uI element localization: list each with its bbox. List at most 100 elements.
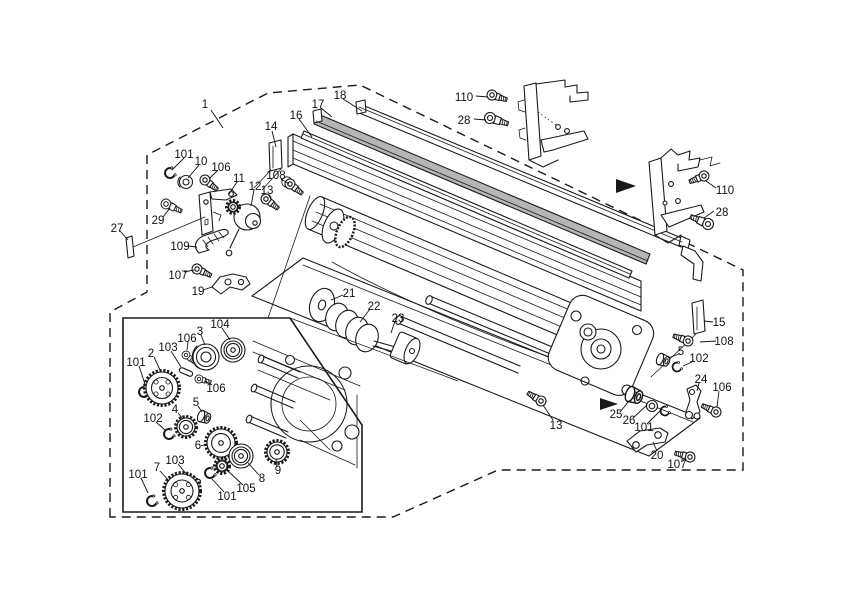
gear-part (143, 369, 181, 407)
part-label-101: 101 (128, 469, 147, 481)
callout-leader-line (280, 178, 290, 185)
part-label-108: 108 (714, 336, 733, 348)
part-label-13: 13 (550, 420, 563, 432)
main-assembly (251, 99, 704, 457)
part-label-106: 106 (712, 382, 731, 394)
callout-leader-line (342, 98, 363, 112)
callout-leader-line (359, 308, 371, 323)
part-label-9: 9 (275, 465, 281, 477)
part-label-110: 110 (455, 92, 473, 104)
part-label-28: 28 (458, 115, 471, 127)
part-label-17: 17 (312, 99, 325, 111)
part-label-18: 18 (334, 90, 347, 102)
top-mounting-brackets (482, 79, 721, 244)
gear-part (228, 443, 254, 469)
part-label-5: 5 (678, 346, 684, 358)
callout-leader-line (390, 320, 396, 334)
part-label-103: 103 (165, 455, 184, 467)
callout-leader-line (275, 458, 278, 468)
part-label-108: 108 (266, 170, 285, 182)
part-label-103: 103 (158, 342, 177, 354)
part-label-25: 25 (610, 409, 623, 421)
part-label-12: 12 (249, 181, 262, 193)
part-label-26: 26 (623, 415, 636, 427)
callout-leader-line (646, 409, 662, 425)
callout-leader-line (696, 382, 700, 392)
callout-leader-line (716, 390, 720, 408)
gear-part (220, 337, 246, 363)
part-label-106: 106 (177, 333, 196, 345)
gear-part (225, 199, 241, 215)
callout-leader-line (267, 193, 272, 200)
part-label-102: 102 (143, 413, 162, 425)
gear-cluster (143, 199, 290, 511)
part-label-8: 8 (259, 473, 265, 485)
location-arrow-icon (616, 179, 636, 193)
callout-leader-line (162, 207, 171, 218)
callout-leader-line (208, 169, 219, 180)
part-label-101: 101 (126, 357, 145, 369)
callout-leader-line (228, 181, 238, 195)
right-end-plate-cluster (524, 294, 724, 464)
part-label-109: 109 (170, 241, 189, 253)
callout-leader-line (227, 470, 244, 486)
part-label-104: 104 (210, 319, 230, 331)
part-label-16: 16 (290, 110, 303, 122)
part-label-13: 13 (261, 185, 274, 197)
callout-leader-line (247, 462, 260, 476)
callout-leader-line (119, 230, 129, 241)
callout-leader-line (187, 164, 200, 179)
callout-leader-line (667, 353, 680, 359)
part-label-101: 101 (174, 149, 193, 161)
callout-leader-line (140, 477, 149, 494)
callout-leader-line (204, 380, 213, 386)
part-label-101: 101 (217, 491, 236, 503)
callout-leader-line (705, 180, 717, 189)
spring-and-knob-set (308, 287, 421, 365)
part-label-22: 22 (368, 301, 381, 313)
callout-leader-line (177, 463, 189, 477)
part-label-23: 23 (392, 313, 405, 325)
part-label-107: 107 (168, 270, 187, 282)
callout-leader-line (699, 340, 717, 343)
part-label-106: 106 (211, 162, 230, 174)
part-label-29: 29 (152, 215, 165, 227)
callout-leader-line (177, 412, 184, 420)
gear-part (174, 415, 198, 439)
callout-leader-line (475, 95, 489, 98)
callout-leader-line (159, 470, 170, 482)
part-label-5: 5 (193, 397, 199, 409)
callout-leader-line (703, 210, 715, 219)
callout-leader-line (186, 341, 189, 351)
part-label-105: 105 (236, 483, 255, 495)
part-label-107: 107 (667, 459, 686, 471)
part-label-110: 110 (716, 185, 734, 197)
callout-leader-line (619, 400, 630, 413)
callout-leader-line (183, 269, 195, 273)
callout-leader-line (170, 350, 182, 368)
part-label-3: 3 (197, 326, 203, 338)
part-label-20: 20 (651, 450, 664, 462)
part-label-14: 14 (265, 121, 278, 133)
assembly-boundary-outline (109, 84, 744, 518)
callout-leader-line (632, 404, 648, 419)
part-label-15: 15 (713, 317, 726, 329)
part-label-28: 28 (716, 207, 729, 219)
part-label-4: 4 (172, 404, 179, 416)
gear-train-inset-box (122, 195, 459, 513)
gear-part (213, 457, 231, 475)
callout-leader-line (330, 294, 344, 301)
part-label-11: 11 (233, 173, 245, 185)
part-label-27: 27 (111, 223, 124, 235)
callout-leader-line (202, 286, 213, 291)
callout-leader-line (320, 107, 333, 118)
part-label-106: 106 (206, 383, 225, 395)
part-label-19: 19 (192, 286, 205, 298)
callout-leader-line (221, 327, 231, 341)
callout-leader-line (211, 478, 225, 493)
callout-leader-line (186, 245, 198, 248)
gear-part (162, 471, 202, 511)
